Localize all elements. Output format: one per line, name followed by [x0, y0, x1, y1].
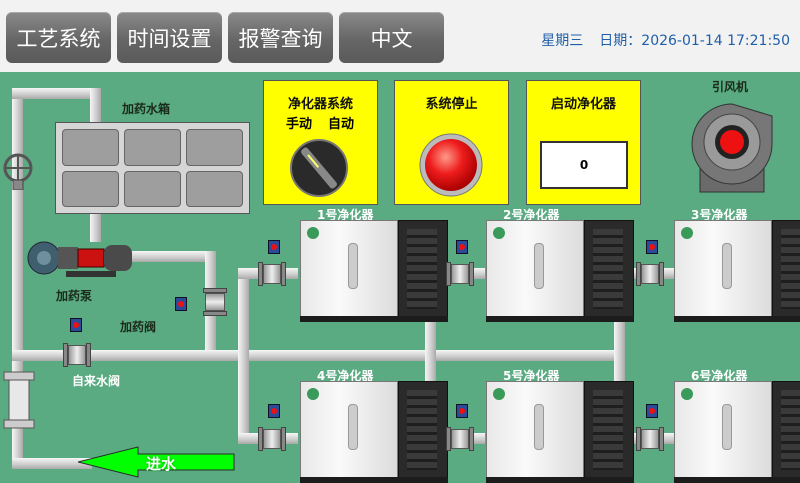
- induced-fan-icon[interactable]: [682, 96, 782, 196]
- purifier-4-valve-actuator[interactable]: [268, 404, 280, 418]
- pump-label: 加药泵: [56, 289, 93, 303]
- fan-label: 引风机: [712, 80, 749, 94]
- mode-panel: 净化器系统 手动 自动: [263, 80, 378, 205]
- tank-outlet-pipe: [90, 212, 101, 242]
- purifier-1[interactable]: [280, 220, 450, 322]
- purifier-1-valve[interactable]: [255, 262, 289, 286]
- tab-process-system[interactable]: 工艺系统: [6, 12, 111, 63]
- stop-panel-title: 系统停止: [425, 97, 478, 112]
- dosing-pump-icon[interactable]: [26, 237, 138, 279]
- auto-label: 自动: [328, 117, 355, 132]
- inlet-label: 进水: [146, 455, 177, 473]
- tap-water-valve[interactable]: [60, 343, 94, 367]
- purifier-5-valve-actuator[interactable]: [456, 404, 468, 418]
- purifier-1-valve-actuator[interactable]: [268, 240, 280, 254]
- left-vertical-pipe: [12, 90, 23, 465]
- start-panel-title: 启动净化器: [550, 97, 616, 112]
- purifier-6[interactable]: [654, 381, 800, 483]
- purifier-2[interactable]: [466, 220, 636, 322]
- purifier-5[interactable]: [466, 381, 636, 483]
- purifier-5-valve[interactable]: [443, 427, 477, 451]
- date-label: 日期：: [599, 33, 642, 49]
- tank-label: 加药水箱: [122, 102, 171, 116]
- purifier-4-label: 4号净化器: [317, 369, 374, 383]
- language-button[interactable]: 中文: [339, 12, 444, 63]
- purifier-3[interactable]: [654, 220, 800, 322]
- purifier-2-label: 2号净化器: [503, 208, 560, 222]
- handwheel-icon[interactable]: [2, 150, 34, 190]
- tab-time-settings[interactable]: 时间设置: [117, 12, 222, 63]
- purifier-4-valve[interactable]: [255, 427, 289, 451]
- purifier-5-label: 5号净化器: [503, 369, 560, 383]
- purifier-3-label: 3号净化器: [691, 208, 748, 222]
- bottom-return-pipe: [12, 458, 92, 469]
- dosing-valve-actuator[interactable]: [175, 297, 187, 311]
- dosing-valve[interactable]: [203, 285, 227, 319]
- purifier-6-valve[interactable]: [633, 427, 667, 451]
- tap-valve-label: 自来水阀: [72, 374, 121, 388]
- purifier-6-label: 6号净化器: [691, 369, 748, 383]
- purifier-4[interactable]: [280, 381, 450, 483]
- tap-water-valve-icon[interactable]: [2, 370, 36, 430]
- inlet-arrow-icon: [78, 446, 235, 478]
- dosing-tank: [55, 122, 250, 214]
- purifier-2-valve[interactable]: [443, 262, 477, 286]
- tab-alarm-query[interactable]: 报警查询: [228, 12, 333, 63]
- start-value-text: 0: [579, 158, 589, 172]
- top-left-pipe: [12, 88, 100, 99]
- main-header-pipe: [12, 350, 622, 361]
- branch-c-pipe: [614, 268, 625, 443]
- manual-label: 手动: [286, 117, 313, 132]
- weekday-text: 星期三: [541, 33, 584, 49]
- mode-panel-title: 净化器系统: [287, 97, 353, 112]
- stop-button[interactable]: [419, 133, 483, 197]
- branch-a-pipe: [238, 268, 249, 443]
- purifier-1-label: 1号净化器: [317, 208, 374, 222]
- pump-outlet-pipe: [130, 251, 215, 262]
- branch-b-pipe: [425, 268, 436, 443]
- purifier-2-valve-actuator[interactable]: [456, 240, 468, 254]
- top-bar: 工艺系统 时间设置 报警查询 中文 星期三日期：2026-01-14 17:21…: [0, 0, 800, 72]
- tank-inlet-pipe: [90, 88, 101, 124]
- dosing-valve-label: 加药阀: [120, 320, 157, 334]
- stop-panel: 系统停止: [394, 80, 509, 205]
- start-panel: 启动净化器 0: [526, 80, 641, 205]
- datetime-display: 星期三日期：2026-01-14 17:21:50: [525, 30, 790, 50]
- purifier-3-valve[interactable]: [633, 262, 667, 286]
- purifier-3-valve-actuator[interactable]: [646, 240, 658, 254]
- datetime-text: 2026-01-14 17:21:50: [641, 33, 790, 49]
- tap-valve-actuator[interactable]: [70, 318, 82, 332]
- start-value-field[interactable]: 0: [540, 141, 628, 189]
- mode-selector-switch[interactable]: [288, 137, 350, 199]
- purifier-6-valve-actuator[interactable]: [646, 404, 658, 418]
